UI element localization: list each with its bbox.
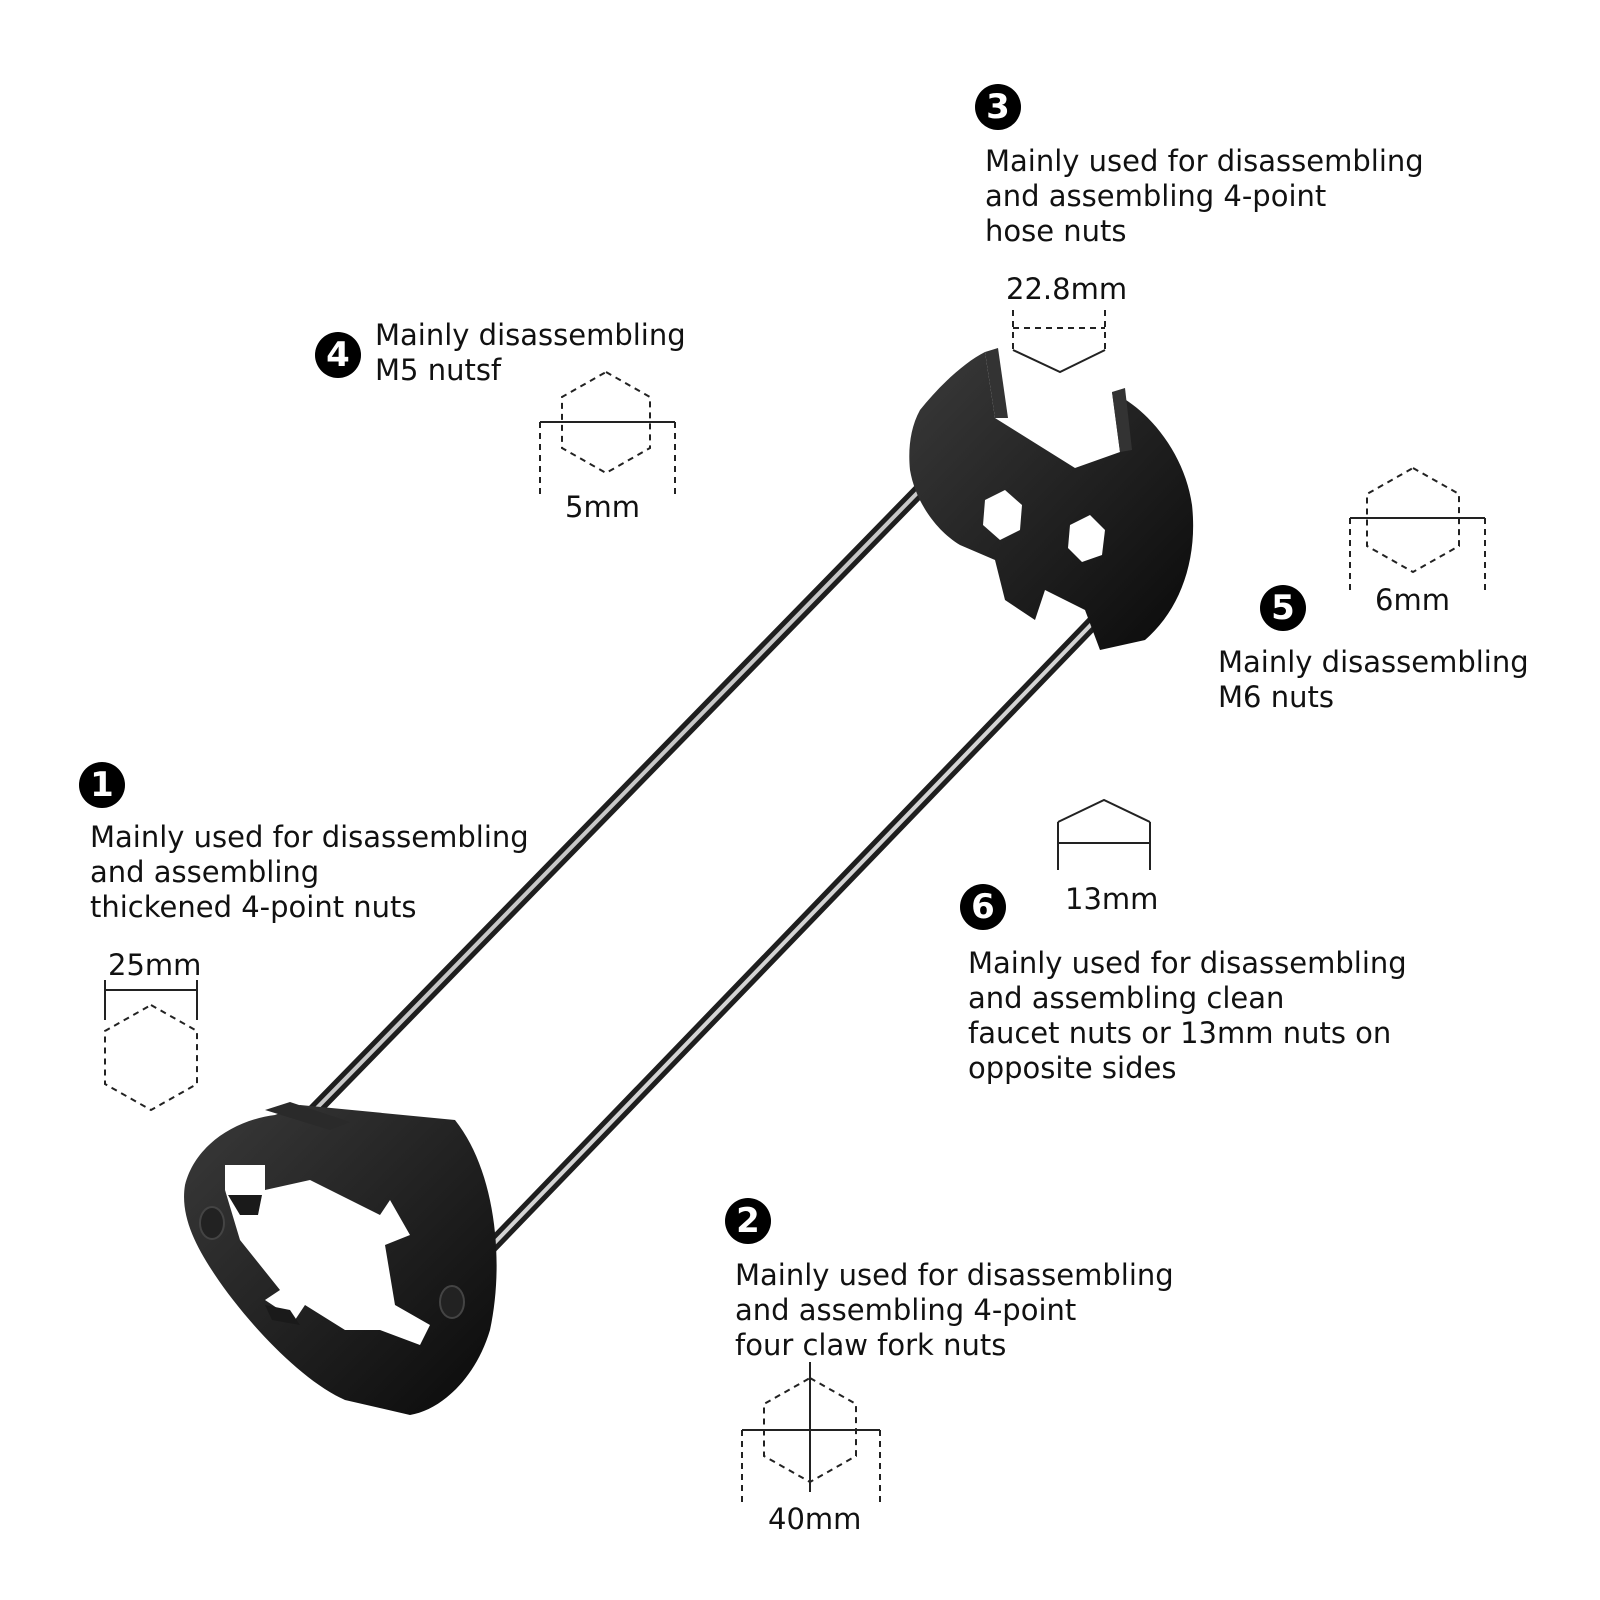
callout-3-size: 22.8mm [1006, 272, 1128, 306]
callout-2-size: 40mm [768, 1502, 862, 1536]
callout-5-description: Mainly disassembling M6 nuts [1218, 645, 1529, 715]
callout-4-line: M5 nutsf [375, 353, 502, 387]
callout-2-badge: 2 [725, 1198, 771, 1244]
callout-2-description: Mainly used for disassembling and assemb… [735, 1258, 1174, 1363]
callout-1-description: Mainly used for disassembling and assemb… [90, 820, 529, 925]
callout-1-badge: 1 [79, 762, 125, 808]
callout-6-description: Mainly used for disassembling and assemb… [968, 946, 1407, 1086]
callout-6-line: Mainly used for disassembling [968, 946, 1407, 980]
bottom-round-wrench-plate [184, 1102, 497, 1415]
callout-1-size: 25mm [108, 948, 202, 982]
callout-6-line: faucet nuts or 13mm nuts on [968, 1016, 1392, 1050]
callout-4-description: Mainly disassembling M5 nutsf [375, 318, 686, 388]
dimension-diagrams [104, 310, 1486, 1505]
callout-4-size: 5mm [565, 490, 640, 524]
callout-3-badge: 3 [975, 84, 1021, 130]
callout-4-badge: 4 [315, 332, 361, 378]
callout-4-line: Mainly disassembling [375, 318, 686, 352]
callout-1-line: and assembling [90, 855, 320, 889]
callout-2-line: Mainly used for disassembling [735, 1258, 1174, 1292]
callout-3-line: Mainly used for disassembling [985, 144, 1424, 178]
callout-3-line: hose nuts [985, 214, 1127, 248]
callout-6-badge: 6 [960, 884, 1006, 930]
notch-22-8mm-icon [1012, 349, 1106, 374]
hex-6mm-icon [1366, 466, 1460, 574]
callout-1-line: thickened 4-point nuts [90, 890, 417, 924]
callout-5-size: 6mm [1375, 583, 1450, 617]
steel-rods [303, 478, 1172, 1267]
hex-25mm-icon [104, 1003, 198, 1112]
callout-6-line: and assembling clean [968, 981, 1285, 1015]
callout-2-line: and assembling 4-point [735, 1293, 1077, 1327]
callout-5-line: Mainly disassembling [1218, 645, 1529, 679]
callout-6-size: 13mm [1065, 882, 1159, 916]
callout-1-line: Mainly used for disassembling [90, 820, 529, 854]
hex-5mm-icon [561, 370, 651, 475]
callout-3-line: and assembling 4-point [985, 179, 1327, 213]
callout-6-line: opposite sides [968, 1051, 1177, 1085]
callout-5-badge: 5 [1260, 585, 1306, 631]
callout-3-description: Mainly used for disassembling and assemb… [985, 144, 1424, 249]
top-wrench-head [909, 348, 1194, 650]
notch-13mm-icon [1057, 798, 1151, 823]
callout-2-line: four claw fork nuts [735, 1328, 1007, 1362]
callout-5-line: M6 nuts [1218, 680, 1334, 714]
